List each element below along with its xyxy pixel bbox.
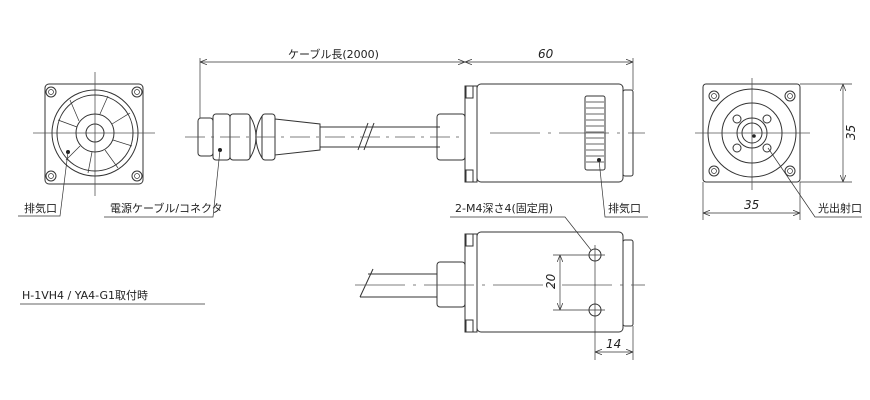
output-end-view xyxy=(695,78,862,220)
mount-note: H-1VH4 / YA4-G1取付時 xyxy=(22,289,148,302)
cable-connector xyxy=(104,58,466,218)
pitch-dimension: 20 xyxy=(544,273,558,289)
height-dimension: 35 xyxy=(844,125,858,140)
exhaust-label-left: 排気口 xyxy=(24,201,57,215)
fan-end-view xyxy=(18,72,155,217)
bottom-view xyxy=(355,216,645,360)
mount-hole-icons xyxy=(45,86,143,182)
length-dimension: 60 xyxy=(538,47,554,61)
cable-length-dimension: ケーブル長(2000) xyxy=(288,47,379,61)
light-output-label: 光出射口 xyxy=(818,201,862,215)
offset-dimension: 14 xyxy=(606,337,621,351)
power-cable-label: 電源ケーブル/コネクタ xyxy=(110,201,223,215)
width-dimension: 35 xyxy=(744,198,759,212)
mount-holes-label: 2-M4深さ4(固定用) xyxy=(455,201,553,215)
exhaust-label-right: 排気口 xyxy=(608,201,641,215)
side-view xyxy=(464,58,648,218)
